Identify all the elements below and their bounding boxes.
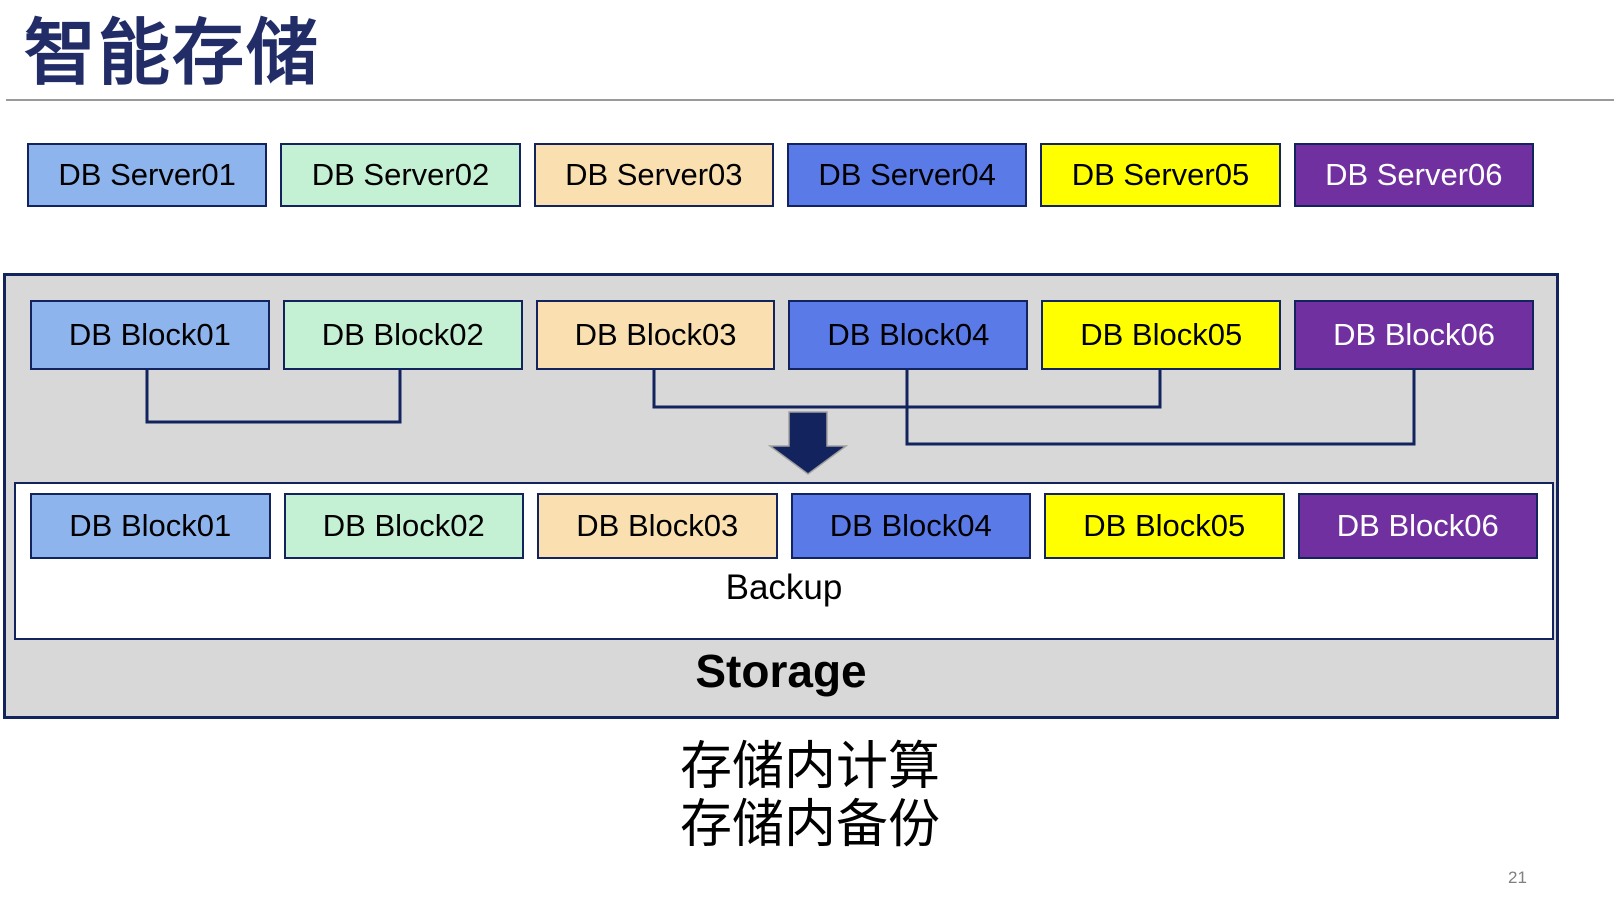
storage-label: Storage (695, 645, 867, 697)
db-server-box-4: DB Server04 (786, 143, 1028, 207)
db-server-box-3: DB Server03 (533, 143, 774, 207)
db-block-source-4: DB Block04 (788, 300, 1029, 370)
db-block-backup-4: DB Block04 (790, 493, 1031, 559)
db-block-source-row: DB Block01 DB Block02 DB Block03 DB Bloc… (30, 300, 1534, 370)
db-block-backup-5: DB Block05 (1044, 493, 1285, 559)
title-divider (6, 99, 1614, 101)
db-block-backup-1: DB Block01 (30, 493, 271, 559)
db-server-box-6: DB Server06 (1293, 143, 1534, 207)
db-block-source-1: DB Block01 (30, 300, 270, 370)
db-server-box-1: DB Server01 (27, 143, 268, 207)
caption-line-1: 存储内计算 (679, 738, 940, 796)
caption-line-2: 存储内备份 (679, 796, 940, 854)
db-block-source-6: DB Block06 (1294, 300, 1534, 370)
db-block-source-3: DB Block03 (535, 300, 776, 370)
page-number: 21 (1508, 868, 1527, 887)
db-block-source-2: DB Block02 (282, 300, 523, 370)
backup-box: DB Block01 DB Block02 DB Block03 DB Bloc… (14, 482, 1554, 640)
db-block-backup-3: DB Block03 (537, 493, 778, 559)
db-server-box-5: DB Server05 (1040, 143, 1281, 207)
db-block-backup-row: DB Block01 DB Block02 DB Block03 DB Bloc… (30, 493, 1538, 559)
db-block-source-5: DB Block05 (1041, 300, 1282, 370)
db-server-box-2: DB Server02 (280, 143, 521, 207)
caption-text: 存储内计算 存储内备份 (0, 738, 1620, 854)
storage-container: DB Block01 DB Block02 DB Block03 DB Bloc… (3, 273, 1559, 719)
backup-label: Backup (725, 568, 843, 607)
slide-title: 智能存储 (24, 14, 321, 94)
db-block-backup-2: DB Block02 (283, 493, 524, 559)
db-server-row: DB Server01 DB Server02 DB Server03 DB S… (27, 143, 1534, 207)
db-block-backup-6: DB Block06 (1297, 493, 1538, 559)
